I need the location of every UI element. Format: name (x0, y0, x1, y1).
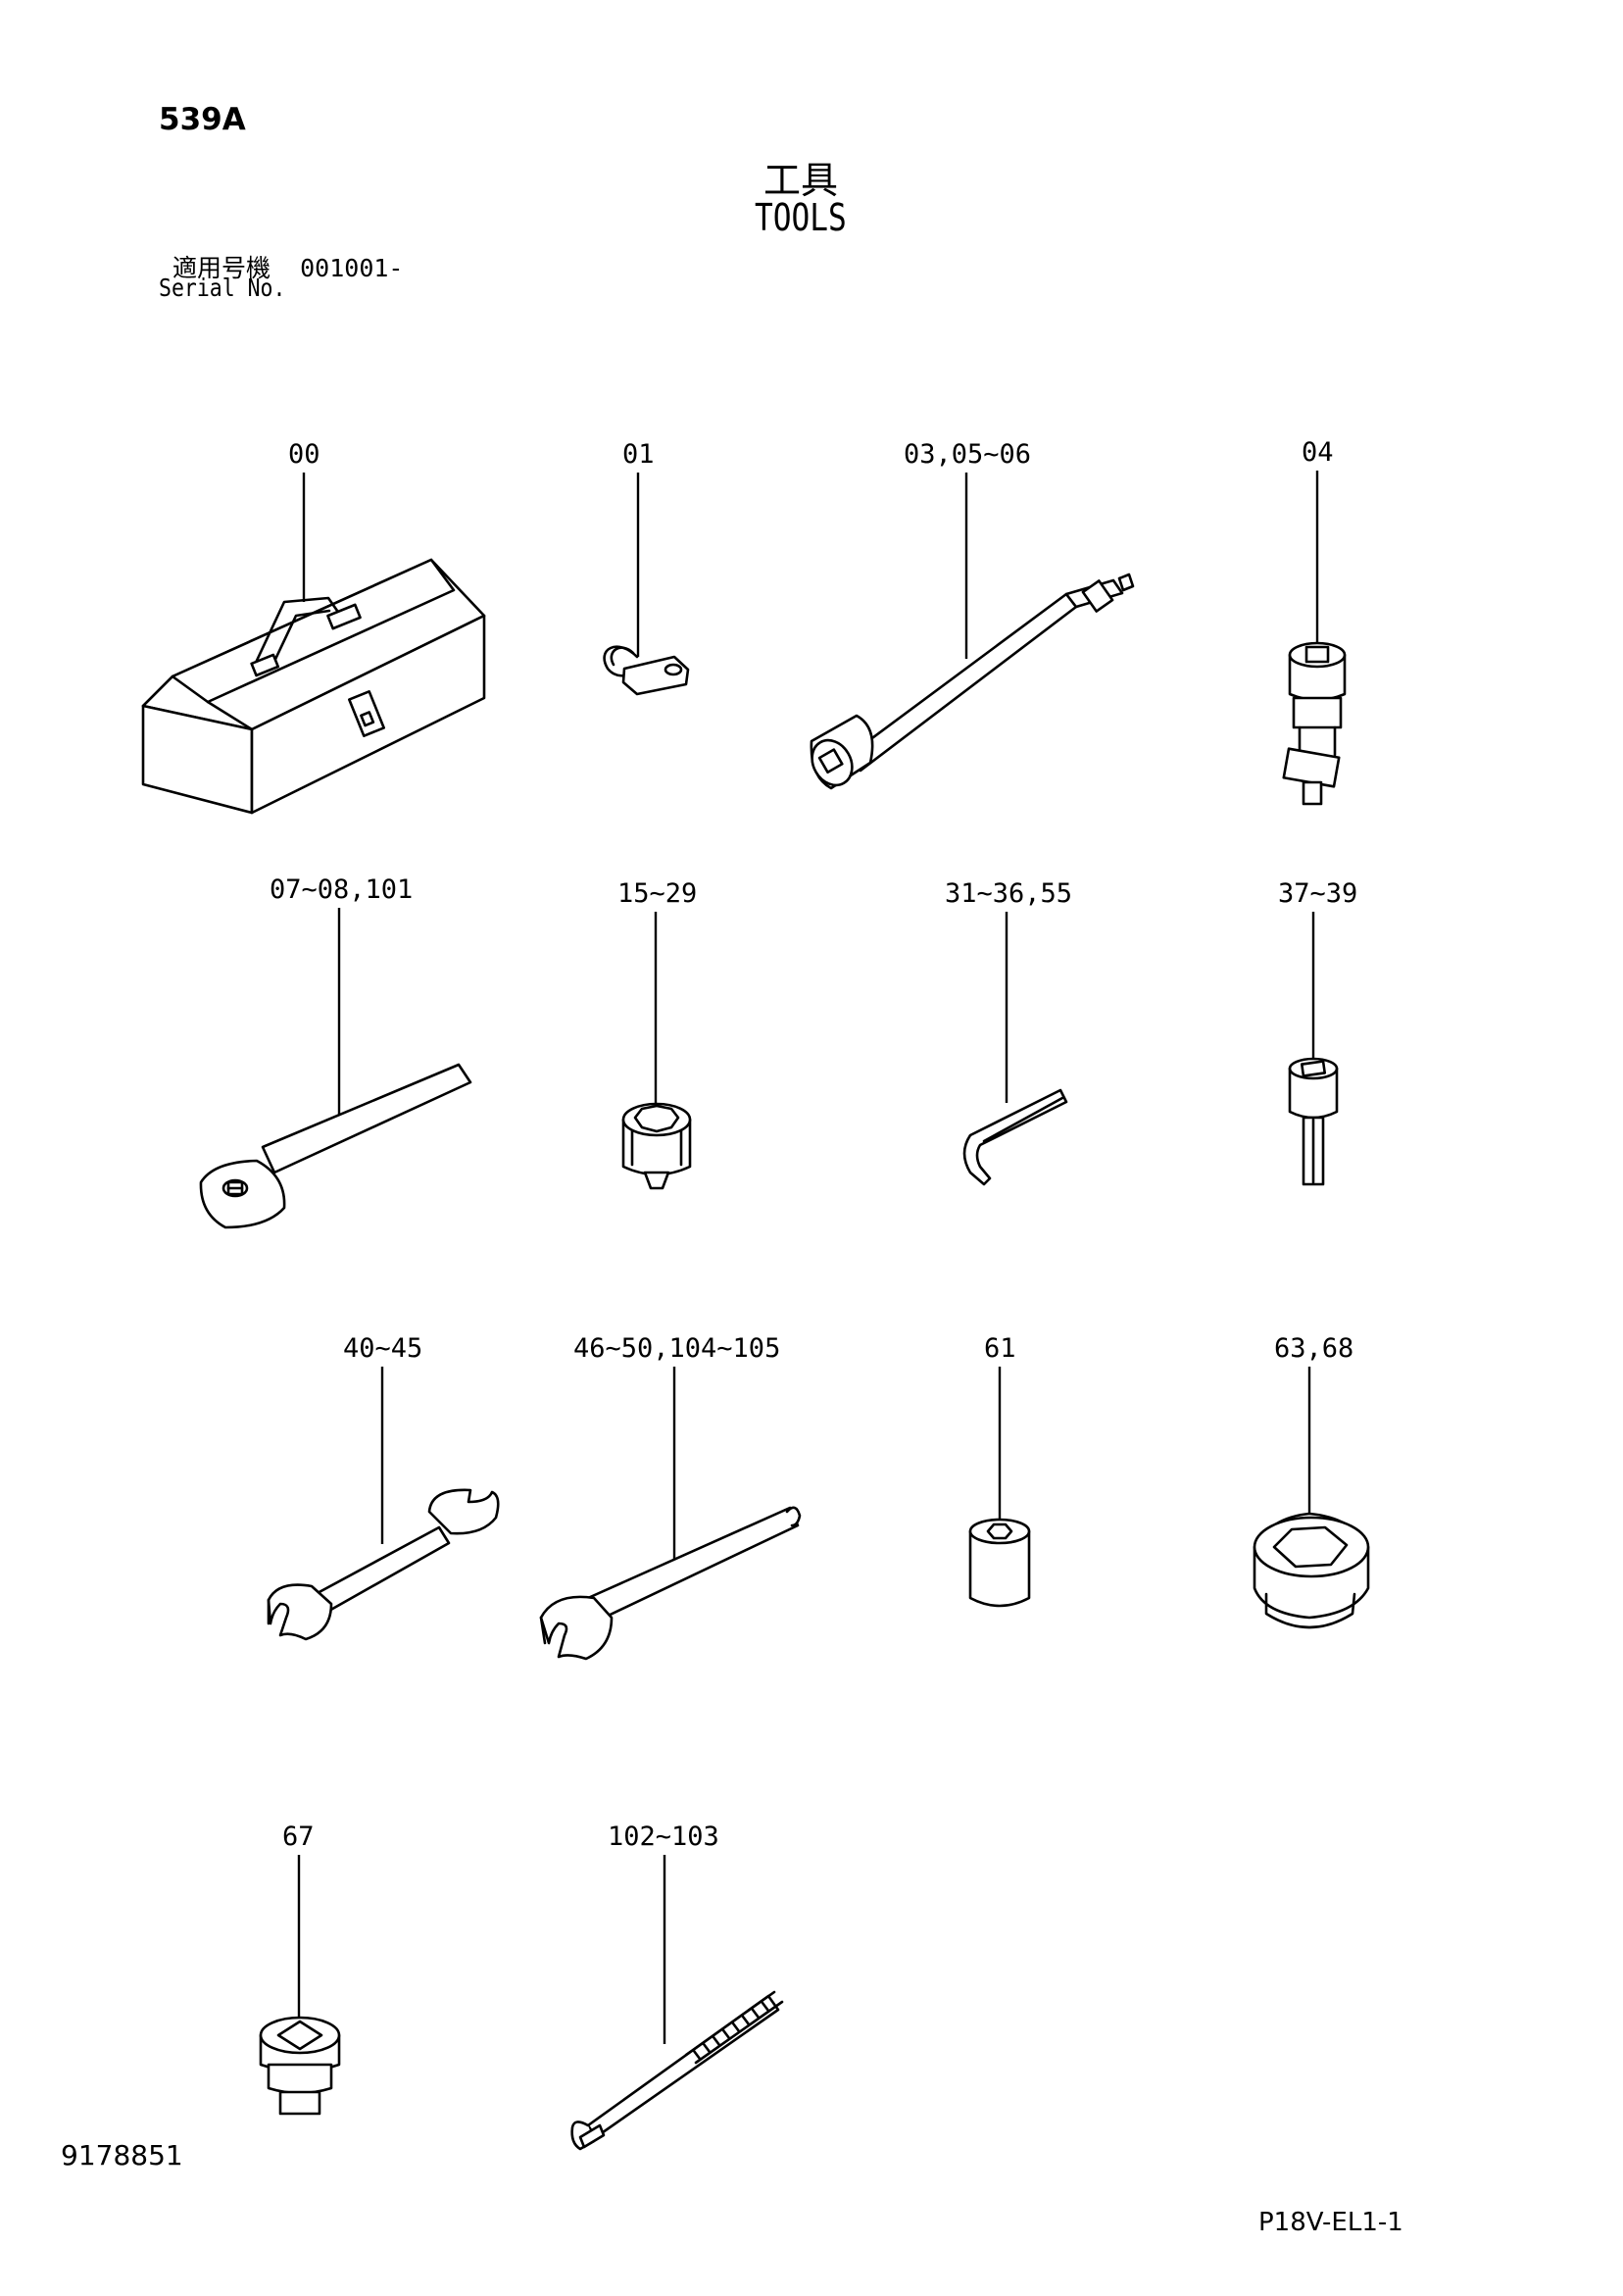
title-english: TOOLS (755, 196, 847, 239)
callout-label: 63,68 (1274, 1333, 1353, 1364)
item-00-toolbox: 00 (141, 439, 486, 815)
serial-value: 001001- (300, 254, 404, 282)
sheet-number: P18V-EL1-1 (1258, 2208, 1403, 2237)
callout-label: 40~45 (343, 1333, 422, 1364)
callout-label: 61 (984, 1333, 1016, 1364)
item-46-open-wrench: 46~50,104~105 (539, 1333, 802, 1661)
item-01-key: 01 (603, 439, 690, 696)
item-37-hex-bit-socket: 37~39 (1278, 878, 1357, 1186)
item-07-ratchet-handle: 07~08,101 (199, 874, 472, 1229)
callout-label: 46~50,104~105 (573, 1333, 780, 1364)
item-63-impact-socket: 63,68 (1253, 1333, 1370, 1629)
page-code: 539A (159, 102, 246, 137)
serial-label-japanese: 適用号機 (172, 254, 271, 282)
callout-label: 102~103 (608, 1822, 719, 1852)
serial-label-english: Serial No. (159, 274, 286, 302)
callout-label: 31~36,55 (945, 878, 1072, 909)
serial-row-japanese: 適用号機 001001- (172, 249, 403, 284)
callout-label: 07~08,101 (270, 874, 413, 905)
title-japanese: 工具 (763, 159, 839, 202)
callout-label: 03,05~06 (904, 439, 1031, 470)
item-31-hex-key: 31~36,55 (945, 878, 1072, 1186)
item-15-socket: 15~29 (617, 878, 697, 1190)
callout-label: 04 (1302, 437, 1334, 468)
callout-label: 15~29 (617, 878, 697, 909)
item-04-universal-joint: 04 (1282, 437, 1347, 806)
item-03-extension-bar: 03,05~06 (810, 439, 1135, 790)
item-61-hex-socket: 61 (968, 1333, 1031, 1608)
item-102-l-bolt: 102~103 (570, 1822, 784, 2151)
callout-label: 01 (622, 439, 655, 470)
callout-label: 67 (282, 1822, 315, 1852)
item-40-double-wrench: 40~45 (267, 1333, 500, 1641)
callout-label: 00 (288, 439, 320, 470)
item-67-square-socket: 67 (259, 1822, 341, 2116)
drawing-number: 9178851 (61, 2139, 183, 2171)
callout-label: 37~39 (1278, 878, 1357, 909)
